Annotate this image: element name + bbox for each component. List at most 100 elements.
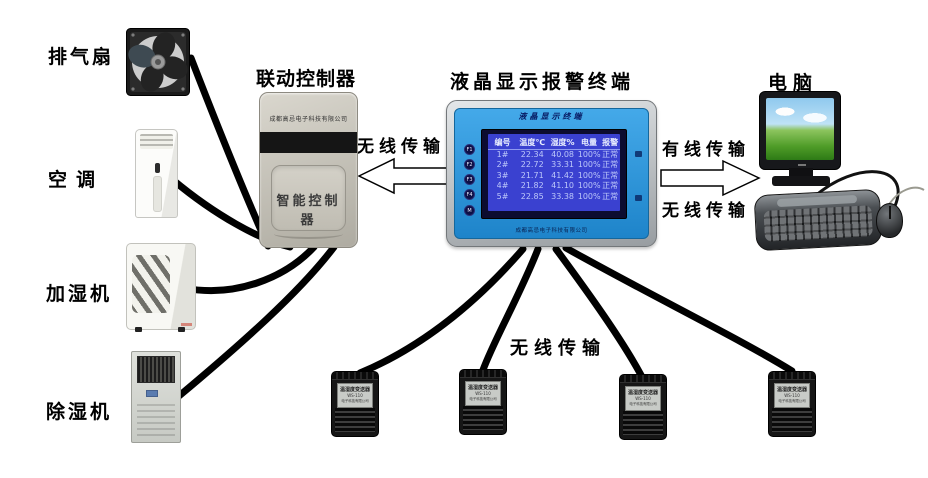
wire-terminal-sensor-1 xyxy=(356,245,527,377)
wire-controller-dehumidifier xyxy=(175,243,338,400)
mouse-image xyxy=(876,203,903,238)
monitor-stand-neck xyxy=(789,168,813,178)
sensor-label-title: 温湿度变送器 xyxy=(776,387,807,393)
controller-company-text: 成都高忌电子科技有限公司 xyxy=(269,116,348,123)
cell-temperature: 22.34 xyxy=(520,150,544,159)
dehumidifier-label: 除湿机 xyxy=(46,401,113,423)
wire-controller-humidifier xyxy=(180,243,318,295)
air-conditioner-label: 空调 xyxy=(48,169,105,191)
terminal-title: 液晶显示报警终端 xyxy=(450,71,635,93)
terminal-button-f2: F2 xyxy=(464,159,475,170)
terminal-bezel-title: 液晶显示终端 xyxy=(518,112,585,121)
sensor-ribs xyxy=(335,408,375,432)
cell-id: 3# xyxy=(496,170,509,180)
sensor-label-title: 温湿度变送器 xyxy=(467,385,498,391)
page-down-mark xyxy=(635,195,642,201)
keyboard-keys xyxy=(763,205,873,242)
terminal-button-f1: F1 xyxy=(464,144,475,155)
sensor-ribs xyxy=(772,408,812,432)
monitor-logo xyxy=(798,164,806,166)
cell-humidity: 41.42 xyxy=(551,170,575,180)
col-id: 编号 xyxy=(488,136,518,150)
page-up-mark xyxy=(635,151,642,157)
table-row: 2# 22.72 33.31 100% 正常 xyxy=(488,160,620,170)
cell-alarm: 正常 xyxy=(602,160,619,170)
table-row: 3# 21.71 41.42 100% 正常 xyxy=(488,171,620,181)
table-row: 5# 22.85 33.38 100% 正常 xyxy=(488,192,620,202)
controller-panel-label: 智能控制器 xyxy=(276,194,341,228)
terminal-readings-table: 编号 温度℃ 湿度% 电量 报警 1# 22.34 40.08 xyxy=(488,136,620,202)
cell-battery: 100% xyxy=(577,191,601,201)
cell-id: 1# xyxy=(496,150,509,159)
sensor-label: 温湿度变送器 WS-110 电子科技有限公司 xyxy=(465,381,501,406)
keyboard-top-strip xyxy=(776,194,858,208)
wire-terminal-sensor-2 xyxy=(479,245,542,374)
sensor-label-model: WS-110 xyxy=(784,393,800,398)
sensor-label: 温湿度变送器 WS-110 电子科技有限公司 xyxy=(625,386,661,411)
cell-id: 5# xyxy=(496,191,509,201)
wired-link-label: 有线传输 xyxy=(662,140,750,160)
wire-terminal-sensor-4 xyxy=(562,244,796,375)
sensor-label-model: WS-110 xyxy=(475,391,491,396)
table-header-row: 编号 温度℃ 湿度% 电量 报警 xyxy=(488,136,620,150)
wireless-link-label-right: 无线传输 xyxy=(662,201,750,221)
sensor-label-company: 电子科技有限公司 xyxy=(469,396,497,401)
sensor-label-title: 温湿度变送器 xyxy=(627,390,658,396)
sensor-label: 温湿度变送器 WS-110 电子科技有限公司 xyxy=(337,383,373,408)
lcd-terminal-image: 液晶显示终端 F1 F2 F3 F4 M 编号 温度℃ 湿度% 电量 xyxy=(446,100,657,247)
terminal-footer-text: 成都高忌电子科技有限公司 xyxy=(515,228,588,234)
keyboard-image xyxy=(753,188,883,252)
cell-battery: 100% xyxy=(577,160,601,170)
cell-battery: 100% xyxy=(577,170,601,180)
terminal-screen: 编号 温度℃ 湿度% 电量 报警 1# 22.34 40.08 xyxy=(481,129,627,219)
sensor-label-title: 温湿度变送器 xyxy=(339,387,370,393)
sensor-top-vents xyxy=(769,372,815,380)
humidifier-grille xyxy=(132,255,170,313)
monitor-stand-base xyxy=(772,176,830,186)
cell-temperature: 21.71 xyxy=(520,170,544,180)
sensor-node-2: 温湿度变送器 WS-110 电子科技有限公司 xyxy=(459,369,507,435)
sensor-node-1: 温湿度变送器 WS-110 电子科技有限公司 xyxy=(331,371,379,437)
sensor-ribs xyxy=(623,411,663,435)
dehumidifier-image xyxy=(131,351,181,443)
cell-id: 4# xyxy=(496,181,509,191)
table-row: 4# 21.82 41.10 100% 正常 xyxy=(488,181,620,191)
sensor-label-model: WS-110 xyxy=(635,396,651,401)
humidifier-foot xyxy=(178,327,185,332)
humidifier-label: 加湿机 xyxy=(46,283,113,305)
sensor-top-vents xyxy=(460,370,506,378)
terminal-button-f4: F4 xyxy=(464,189,475,200)
terminal-button-menu: M xyxy=(464,205,475,216)
sensor-ribs xyxy=(463,406,503,430)
sensor-label-company: 电子科技有限公司 xyxy=(629,401,657,406)
computer-label: 电脑 xyxy=(768,72,819,94)
cell-alarm: 正常 xyxy=(602,170,619,180)
cell-temperature: 22.85 xyxy=(520,191,544,201)
humidifier-image xyxy=(126,243,196,332)
cell-temperature: 21.82 xyxy=(520,181,544,191)
humidifier-brand-mark xyxy=(181,323,192,326)
wireless-link-label-left: 无线传输 xyxy=(357,137,445,157)
controller-title: 联动控制器 xyxy=(256,68,357,90)
arrow-terminal-to-controller xyxy=(357,157,453,195)
exhaust-fan-label: 排气扇 xyxy=(48,46,115,68)
cell-battery: 100% xyxy=(577,150,601,159)
controller-black-band xyxy=(260,132,357,153)
sensor-label-model: WS-110 xyxy=(347,393,363,398)
ac-grille xyxy=(140,134,173,149)
linkage-controller-image: 成都高忌电子科技有限公司 智能控制器 xyxy=(259,92,358,248)
terminal-lcd: 编号 温度℃ 湿度% 电量 报警 1# 22.34 40.08 xyxy=(488,134,620,211)
sensor-node-4: 温湿度变送器 WS-110 电子科技有限公司 xyxy=(768,371,816,437)
monitor-image xyxy=(759,91,841,170)
keyboard-cable xyxy=(813,170,900,207)
mouse-button-split xyxy=(889,206,891,219)
wireless-sensors-label: 无线传输 xyxy=(510,338,606,359)
col-humidity: 湿度% xyxy=(547,136,578,150)
humidifier-foot xyxy=(135,327,142,332)
mouse-cable xyxy=(887,186,925,207)
dehumidifier-display xyxy=(146,390,158,397)
sensor-label-company: 电子科技有限公司 xyxy=(778,398,806,403)
terminal-button-f3: F3 xyxy=(464,174,475,185)
